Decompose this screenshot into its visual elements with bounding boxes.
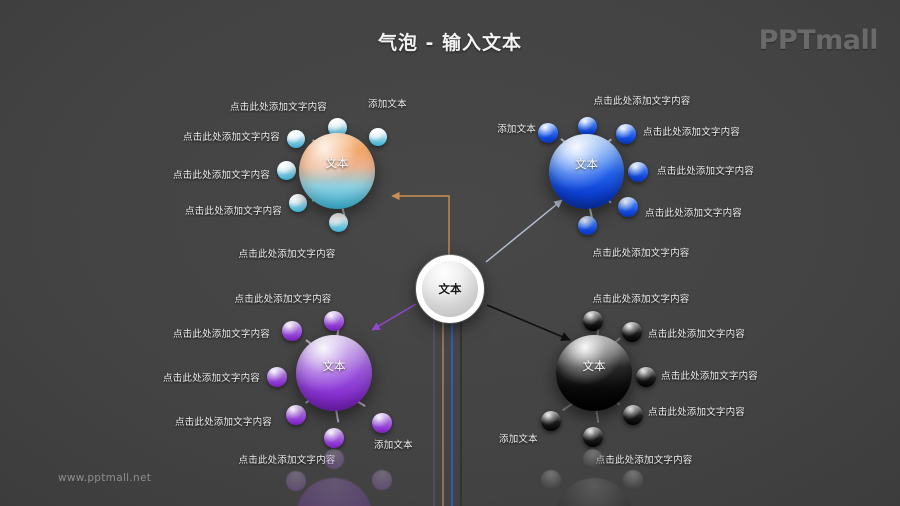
satellite-bubble-purple-upper-left[interactable]: [282, 321, 302, 341]
satellite-bubble-black-bottom[interactable]: [583, 427, 603, 447]
arrow-to-purple-cluster: [371, 303, 417, 331]
label-blue-2: 点击此处添加文字内容: [643, 127, 741, 138]
main-bubble-orange[interactable]: 文本: [299, 133, 375, 209]
satellite-bubble-black-right[interactable]: [636, 367, 656, 387]
label-black-0: 点击此处添加文字内容: [592, 294, 690, 305]
satellite-bubble-blue-top[interactable]: [578, 117, 597, 136]
satellite-bubble-blue-bottom[interactable]: [578, 216, 597, 235]
satellite-bubble-orange-lower-left[interactable]: [289, 194, 307, 212]
main-bubble-black[interactable]: 文本: [556, 335, 632, 411]
label-black-3: 点击此处添加文字内容: [648, 407, 746, 418]
reflection-black-sat-b: [541, 470, 561, 490]
label-purple-2: 点击此处添加文字内容: [162, 373, 260, 384]
satellite-bubble-orange-upper-left[interactable]: [287, 130, 305, 148]
label-purple-5: 添加文本: [374, 440, 413, 451]
satellite-bubble-blue-upper-left[interactable]: [538, 123, 558, 143]
reflection-purple-sat-c: [372, 470, 392, 490]
reflection-black-sat-a: [583, 449, 603, 469]
label-orange-5: 点击此处添加文字内容: [238, 249, 336, 260]
reflection-purple-sat-a: [324, 449, 344, 469]
label-orange-3: 点击此处添加文字内容: [172, 170, 270, 181]
pptmall-logo: PPTmall: [758, 25, 879, 56]
satellite-bubble-purple-lower-right[interactable]: [372, 413, 392, 433]
label-orange-4: 点击此处添加文字内容: [184, 206, 282, 217]
reflection-black-sat-c: [623, 470, 643, 490]
satellite-bubble-blue-right[interactable]: [628, 162, 648, 182]
satellite-bubble-orange-left[interactable]: [277, 161, 296, 180]
satellite-bubble-black-top[interactable]: [583, 311, 603, 331]
label-black-1: 点击此处添加文字内容: [648, 329, 746, 340]
label-black-2: 点击此处添加文字内容: [661, 371, 759, 382]
label-blue-1: 添加文本: [497, 124, 536, 135]
reflection-purple-sat-b: [286, 471, 306, 491]
label-purple-1: 点击此处添加文字内容: [172, 329, 270, 340]
satellite-bubble-orange-bottom[interactable]: [329, 213, 348, 232]
label-purple-3: 点击此处添加文字内容: [174, 417, 272, 428]
label-orange-1: 添加文本: [368, 99, 407, 110]
satellite-bubble-orange-upper-right[interactable]: [369, 128, 387, 146]
arrow-to-black-cluster: [486, 304, 571, 342]
label-orange-0: 点击此处添加文字内容: [229, 102, 327, 113]
satellite-bubble-purple-top[interactable]: [324, 311, 344, 331]
satellite-bubble-black-lower-right[interactable]: [623, 405, 643, 425]
satellite-bubble-black-upper-right[interactable]: [622, 322, 642, 342]
center-hub-bubble[interactable]: 文本: [416, 255, 484, 323]
label-black-4: 点击此处添加文字内容: [595, 455, 693, 466]
main-bubble-orange-label: 文本: [325, 156, 349, 170]
satellite-bubble-purple-lower-left[interactable]: [286, 405, 306, 425]
main-bubble-blue[interactable]: 文本: [549, 134, 624, 209]
satellite-bubble-orange-top[interactable]: [328, 118, 347, 137]
main-bubble-blue-label: 文本: [575, 157, 598, 171]
label-purple-4: 点击此处添加文字内容: [238, 455, 336, 466]
footer-url[interactable]: www.pptmall.net: [58, 472, 152, 484]
main-bubble-purple-label: 文本: [322, 359, 346, 373]
arrow-to-blue-cluster: [485, 199, 563, 263]
label-orange-2: 点击此处添加文字内容: [182, 132, 280, 143]
label-purple-0: 点击此处添加文字内容: [234, 294, 332, 305]
label-blue-3: 点击此处添加文字内容: [657, 166, 755, 177]
page-title: 气泡 - 输入文本: [377, 32, 523, 54]
satellite-bubble-purple-bottom[interactable]: [324, 428, 344, 448]
satellite-bubble-blue-upper-right[interactable]: [616, 124, 636, 144]
label-blue-4: 点击此处添加文字内容: [645, 208, 743, 219]
satellite-bubble-purple-left[interactable]: [267, 367, 287, 387]
label-blue-5: 点击此处添加文字内容: [592, 248, 690, 259]
main-bubble-purple[interactable]: 文本: [296, 335, 372, 411]
main-bubble-black-label: 文本: [582, 359, 606, 373]
satellite-bubble-blue-lower-right[interactable]: [618, 197, 638, 217]
label-black-5: 添加文本: [499, 434, 538, 445]
center-hub-label: 文本: [438, 282, 462, 296]
satellite-bubble-black-lower-left[interactable]: [541, 411, 561, 431]
label-blue-0: 点击此处添加文字内容: [593, 96, 691, 107]
